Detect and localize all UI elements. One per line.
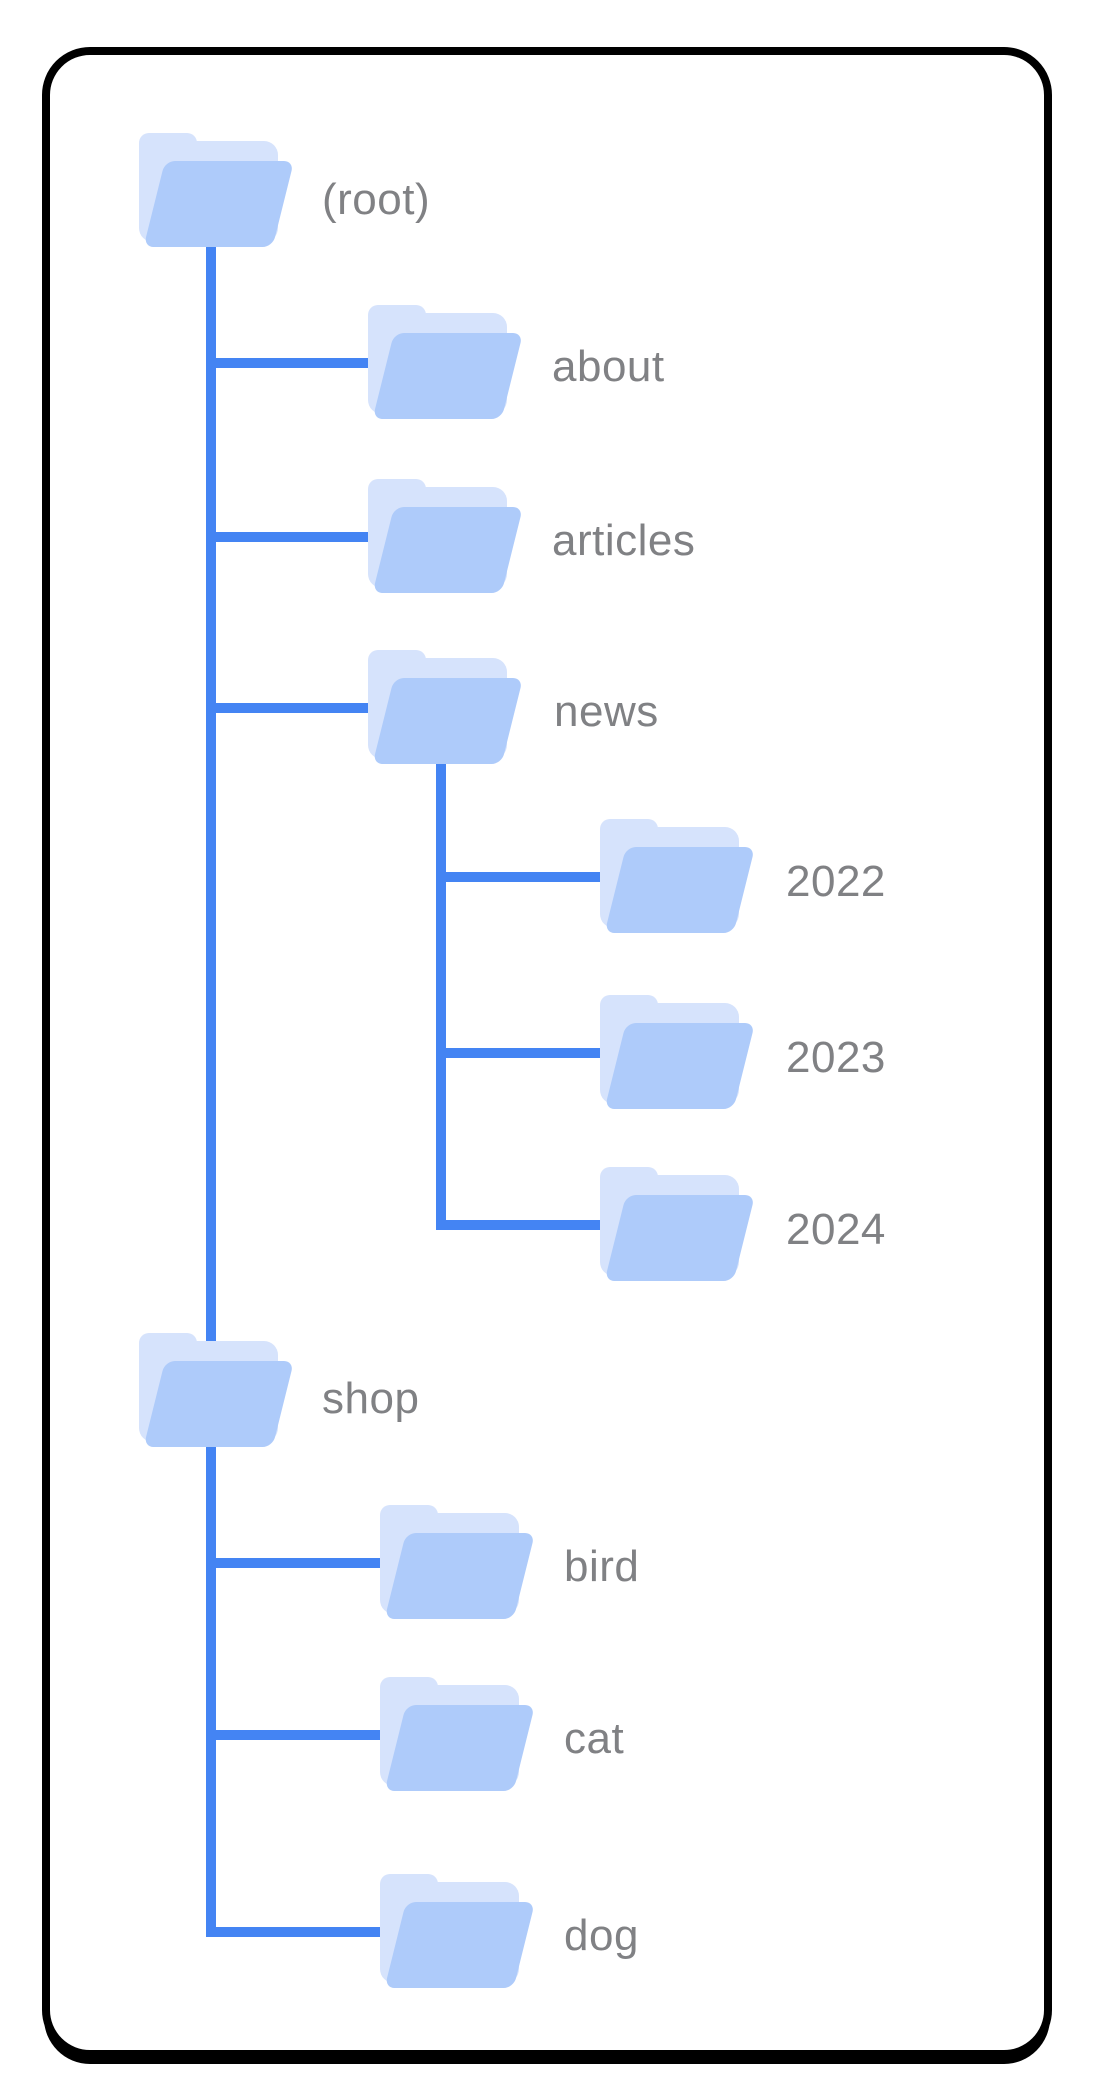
folder-label-about: about [552, 342, 665, 391]
folder-front-panel [604, 1195, 755, 1281]
folder-node-cat [380, 1677, 535, 1791]
connector-branch-2022 [436, 872, 625, 882]
folder-node-articles [368, 479, 523, 593]
folder-front-panel [372, 507, 523, 593]
connector-branch-articles [206, 532, 390, 542]
folder-node-dog [380, 1874, 535, 1988]
folder-label-shop: shop [322, 1374, 420, 1423]
folder-label-cat: cat [564, 1714, 625, 1763]
connector-trunk-root [206, 247, 216, 1937]
folder-front-panel [143, 1361, 294, 1447]
folder-front-panel [604, 1023, 755, 1109]
folder-label-dog: dog [564, 1911, 639, 1960]
folder-label-articles: articles [552, 516, 696, 565]
connector-branch-bird [206, 1558, 400, 1568]
folder-front-panel [384, 1902, 535, 1988]
folder-label-root: (root) [322, 175, 431, 224]
folder-label-2023: 2023 [786, 1033, 886, 1082]
folder-node-2022 [600, 819, 755, 933]
folder-label-bird: bird [564, 1542, 640, 1591]
folder-node-2024 [600, 1167, 755, 1281]
folder-front-panel [604, 847, 755, 933]
folder-front-panel [384, 1533, 535, 1619]
folder-node-news [368, 650, 523, 764]
folder-front-panel [384, 1705, 535, 1791]
folder-front-panel [372, 678, 523, 764]
folder-label-2022: 2022 [786, 857, 886, 906]
folder-front-panel [372, 333, 523, 419]
folder-node-root [139, 133, 294, 247]
folder-node-2023 [600, 995, 755, 1109]
folder-node-bird [380, 1505, 535, 1619]
folder-node-shop [139, 1333, 294, 1447]
folder-label-news: news [554, 687, 659, 736]
connector-branch-cat [206, 1730, 400, 1740]
connector-branch-dog [206, 1927, 400, 1937]
connector-branch-2024 [436, 1220, 625, 1230]
folder-label-2024: 2024 [786, 1205, 886, 1254]
connector-branch-2023 [436, 1048, 625, 1058]
connector-trunk-news [436, 764, 446, 1230]
folder-node-about [368, 305, 523, 419]
connector-branch-news [206, 703, 390, 713]
folder-front-panel [143, 161, 294, 247]
connector-branch-about [206, 358, 390, 368]
